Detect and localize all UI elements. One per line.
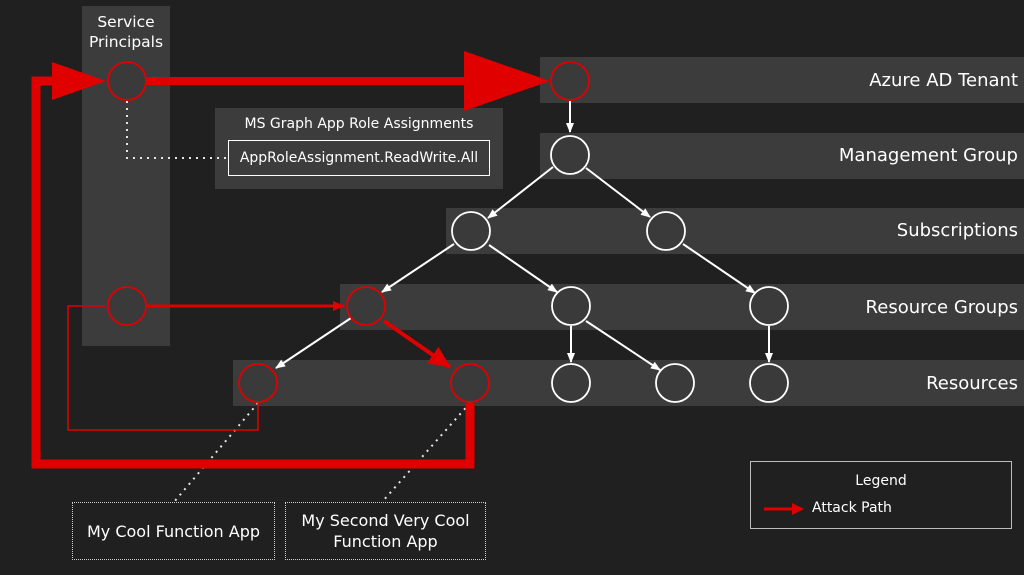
- service-principals-title-line2: Principals: [88, 33, 164, 51]
- attack-path: [31, 51, 550, 469]
- tier-label-management-group: Management Group: [838, 145, 1018, 166]
- app-box-first: My Cool Function App: [72, 502, 275, 560]
- node-resource-5: [749, 363, 789, 403]
- tier-label-tenant: Azure AD Tenant: [869, 70, 1018, 91]
- edge-mg-sub2: [585, 167, 651, 218]
- nodes: [107, 61, 789, 403]
- dotted-connectors: [126, 101, 471, 503]
- service-principals-title-line1: Service: [97, 13, 155, 31]
- edge-sub1-rg1: [381, 243, 455, 293]
- resource-groups-band: [340, 284, 1024, 330]
- legend-attack-path-label: Attack Path: [812, 500, 892, 516]
- tier-label-resource-groups: Resource Groups: [865, 297, 1018, 318]
- app-second-connector: [381, 402, 471, 503]
- node-resource-3: [551, 363, 591, 403]
- node-resource-group-1: [346, 286, 386, 326]
- node-subscription-1: [451, 211, 491, 251]
- graph-role-title: MS Graph App Role Assignments: [244, 116, 474, 132]
- node-management-group: [550, 135, 590, 175]
- app-box-second-line1: My Second Very Cool: [301, 511, 470, 530]
- node-resource-1: [238, 363, 278, 403]
- attack-path-big-loop: [31, 76, 475, 469]
- legend-title: Legend: [855, 473, 907, 489]
- node-service-principal-top: [107, 61, 147, 101]
- app-box-first-label: My Cool Function App: [86, 521, 261, 541]
- edge-rg1-res1: [275, 317, 352, 369]
- app-first-connector: [173, 402, 259, 503]
- tier-label-subscriptions: Subscriptions: [896, 220, 1018, 241]
- node-service-principal-bottom: [107, 286, 147, 326]
- legend: [750, 461, 1012, 529]
- subscriptions-band: [446, 208, 1024, 254]
- edge-sub1-rg2: [488, 244, 558, 293]
- graph-role-assignment-label: AppRoleAssignment.ReadWrite.All: [239, 150, 479, 166]
- resources-band: [233, 360, 1024, 406]
- management-group-band: [540, 133, 1024, 179]
- attack-path-loop-arrowhead: [52, 62, 106, 100]
- attack-path-tenant-arrowhead: [464, 51, 550, 111]
- edge-mg-sub1: [487, 166, 554, 219]
- tier-label-resources: Resources: [926, 373, 1018, 394]
- node-resource-group-2: [551, 286, 591, 326]
- legend-attack-path-icon: [764, 503, 804, 515]
- app-box-second-line2: Function App: [333, 532, 438, 551]
- tree-edges: [275, 101, 773, 371]
- node-resource-group-3: [749, 286, 789, 326]
- tenant-band: [540, 57, 1024, 103]
- node-resource-2: [450, 363, 490, 403]
- edge-sub2-rg3: [682, 243, 756, 294]
- service-principals-title: Service Principals: [82, 12, 170, 52]
- edge-rg2-res4: [585, 320, 661, 371]
- attack-path-thin-loop: [67, 305, 259, 431]
- app-box-second: My Second Very Cool Function App: [285, 502, 486, 560]
- graph-role-assignment: AppRoleAssignment.ReadWrite.All: [228, 140, 490, 176]
- attack-path-rg-to-resource: [382, 319, 452, 369]
- node-resource-4: [655, 363, 695, 403]
- sp-to-graph-role-connector: [126, 101, 228, 159]
- node-subscription-2: [646, 211, 686, 251]
- node-tenant: [550, 61, 590, 101]
